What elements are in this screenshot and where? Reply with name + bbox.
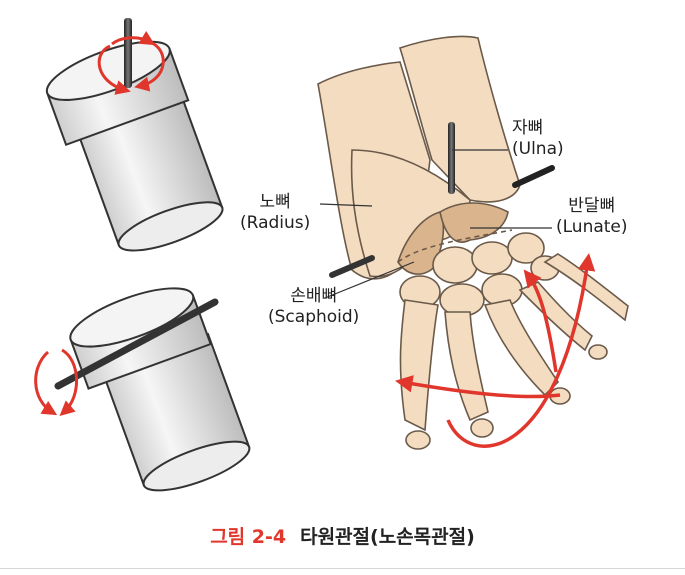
top-cylinder-model [45, 18, 224, 252]
ulna-label: 자뼈 (Ulna) [512, 118, 564, 160]
ulna-label-ko: 자뼈 [512, 118, 544, 138]
circular-arrow-icon [97, 30, 165, 95]
scaphoid-label: 손배뼈 (Scaphoid) [268, 286, 359, 328]
figure-title: 타원관절(노손목관절) [300, 526, 475, 548]
horizontal-rod-icon [54, 298, 219, 390]
radius-label-ko: 노뼈 [259, 192, 291, 212]
radius-label-en: (Radius) [240, 213, 311, 233]
lunate-bone [439, 202, 509, 243]
vertical-rod-icon [124, 18, 132, 88]
wrist-bones-illustration [317, 35, 629, 450]
flexion-arrow [395, 375, 561, 399]
lunate-label-ko: 반달뼈 [568, 196, 616, 216]
wrist-axle-rods [329, 122, 555, 278]
scaphoid-label-en: (Scaphoid) [268, 307, 360, 327]
bottom-divider [0, 568, 685, 569]
vertical-axis-rod-icon [448, 122, 455, 194]
ulna-label-en: (Ulna) [512, 139, 564, 159]
figure-caption: 그림 2-4 타원관절(노손목관절) [0, 522, 685, 549]
radius-label: 노뼈 (Radius) [240, 192, 310, 234]
figure-number: 그림 2-4 [210, 526, 287, 548]
label-leaders [319, 149, 552, 299]
bottom-cylinder-model [34, 287, 251, 492]
deviation-arrow [446, 253, 596, 448]
lunate-label: 반달뼈 (Lunate) [556, 196, 628, 238]
scaphoid-bone [397, 211, 445, 275]
circular-arrow-icon [34, 348, 78, 416]
scaphoid-label-ko: 손배뼈 [290, 286, 338, 306]
motion-arrows [395, 253, 596, 448]
horizontal-axis-rod-icon [329, 255, 375, 278]
lunate-label-en: (Lunate) [556, 217, 628, 237]
